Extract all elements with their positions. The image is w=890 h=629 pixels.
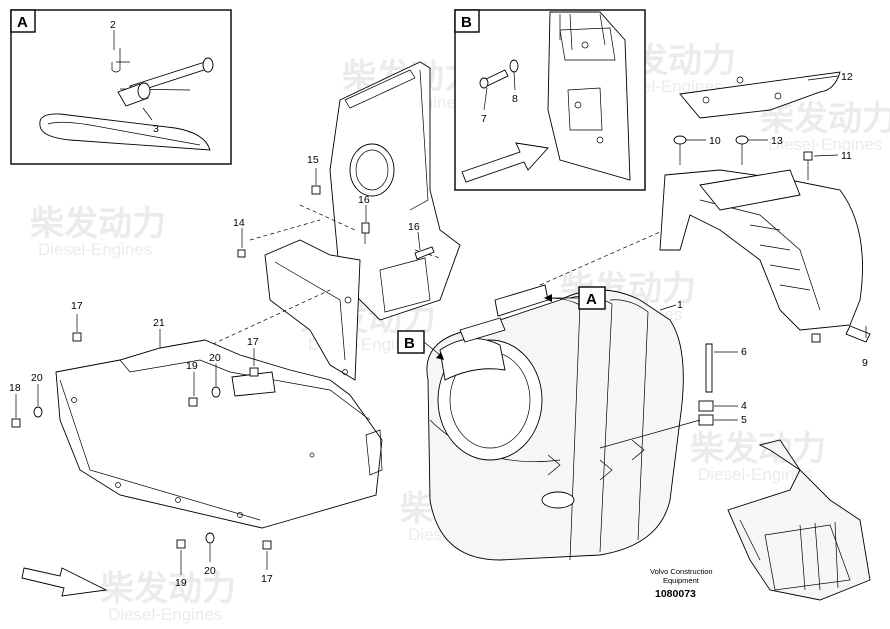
- part-number: 16: [358, 194, 370, 206]
- washer: [509, 59, 519, 73]
- washer: [211, 386, 221, 398]
- washer: [33, 406, 43, 418]
- part-number: 9: [862, 357, 868, 369]
- bolt: [673, 135, 687, 165]
- part-number: 11: [841, 150, 852, 162]
- watermark-cn: 柴发动力: [690, 429, 826, 469]
- bolt: [845, 325, 871, 343]
- bolt: [176, 539, 186, 549]
- detail-letter: B: [461, 14, 472, 31]
- part-number: 19: [186, 360, 198, 372]
- callout-letter: B: [404, 335, 415, 352]
- watermark-en: Diesel-Engines: [698, 465, 812, 484]
- document-caption: Volvo Construction Equipment 1080073: [650, 567, 713, 600]
- fender-shield: [659, 169, 863, 331]
- bracket: [547, 11, 631, 181]
- part-number: 21: [153, 317, 165, 329]
- drain-boss: [541, 491, 575, 509]
- callout-letter: A: [586, 291, 597, 308]
- part-number: 7: [481, 113, 487, 125]
- part-number: 3: [153, 123, 159, 135]
- document-number: 1080073: [655, 588, 696, 600]
- part-number: 12: [841, 71, 853, 83]
- strap: [39, 113, 211, 151]
- spacer-end: [137, 82, 151, 100]
- part-number: 1: [677, 299, 683, 311]
- part-number: 2: [110, 19, 116, 31]
- nut: [698, 414, 714, 426]
- nut: [811, 333, 821, 343]
- part-number: 20: [204, 565, 216, 577]
- side-cover-assembly: 17 21 18 20 19 20 17 19 20 17: [9, 300, 383, 597]
- bolt: [735, 135, 749, 165]
- heat-shield-assembly: 10 13 11 12 9: [659, 71, 871, 369]
- part-number: 10: [709, 135, 721, 147]
- duct-opening: [349, 143, 395, 197]
- washer: [205, 532, 215, 544]
- part-number: 17: [247, 336, 259, 348]
- part-number: 17: [71, 300, 83, 312]
- part-number: 15: [307, 154, 319, 166]
- detail-box-a: A 2 3: [10, 9, 232, 165]
- part-number: 20: [31, 372, 43, 384]
- pin-head: [202, 57, 214, 73]
- bolt: [311, 185, 321, 195]
- machine-overview: [727, 439, 871, 601]
- watermark-en: Diesel-Engines: [108, 605, 222, 624]
- side-cover: [55, 339, 383, 529]
- muffler-assembly: A B 1 6 4 5: [397, 231, 747, 561]
- nut: [249, 367, 259, 377]
- part-number: 4: [741, 400, 747, 412]
- bolt: [803, 151, 813, 180]
- bolt: [188, 397, 198, 407]
- stud: [705, 343, 713, 393]
- bolt: [361, 222, 370, 244]
- bolt: [11, 418, 21, 428]
- inlet-flange: [439, 338, 506, 381]
- heat-shield-top: [679, 71, 841, 119]
- part-number: 18: [9, 382, 21, 394]
- intake-duct: [329, 61, 461, 321]
- split-pin: [111, 48, 130, 73]
- bolt: [237, 249, 246, 258]
- part-number: 14: [233, 217, 245, 229]
- machine-outline: [727, 439, 871, 601]
- nut: [262, 540, 272, 550]
- part-number: 20: [209, 352, 221, 364]
- watermark-cn: 柴发动力: [100, 569, 236, 609]
- bolt: [414, 246, 435, 260]
- direction-arrow: [21, 567, 108, 597]
- part-number: 8: [512, 93, 518, 105]
- mounting-plate: [264, 239, 361, 381]
- part-number: 16: [408, 221, 420, 233]
- caption-line-1: Volvo Construction: [650, 567, 713, 576]
- watermark-en: Diesel-Engines: [768, 135, 882, 154]
- part-number: 19: [175, 577, 187, 589]
- detail-letter-box: [10, 9, 36, 33]
- detail-box-b: B 7 8: [454, 9, 646, 191]
- part-number: 5: [741, 414, 747, 426]
- detail-letter-box: [454, 9, 480, 33]
- nut: [72, 332, 82, 342]
- intake-duct-assembly: 15 16 14 16: [199, 61, 461, 381]
- clamp-bracket: [231, 371, 276, 397]
- part-number: 13: [771, 135, 783, 147]
- detail-letter: A: [17, 14, 28, 31]
- nut: [698, 400, 714, 412]
- part-number: 6: [741, 346, 747, 358]
- part-number: 17: [261, 573, 273, 585]
- watermark-en: Diesel-Engines: [38, 240, 152, 259]
- watermark-cn: 柴发动力: [30, 204, 166, 244]
- direction-arrow: [461, 142, 549, 183]
- caption-line-2: Equipment: [663, 576, 700, 585]
